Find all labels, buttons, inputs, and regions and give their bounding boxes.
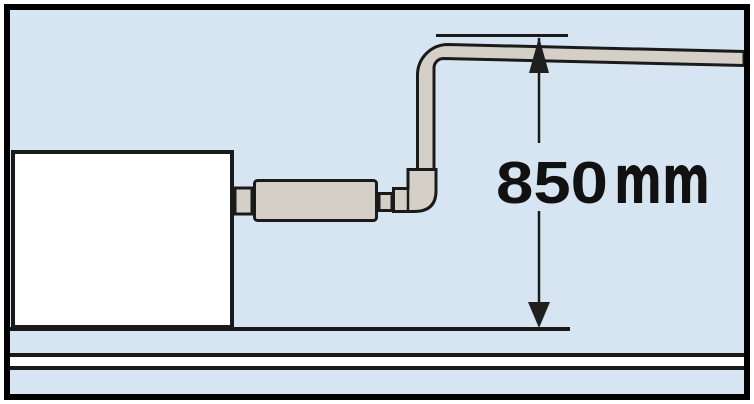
pipe-elbow [392, 168, 438, 213]
frame-border [4, 4, 750, 400]
dimension-value: 850 [496, 150, 608, 216]
muffler-inlet-stub [233, 186, 254, 216]
muffler-outlet-stub [377, 192, 394, 212]
dimension-unit: mm [614, 141, 710, 220]
dimension-arrow-down-icon [528, 302, 550, 328]
exhaust-pipe [416, 42, 746, 172]
muffler [253, 179, 378, 222]
ground-strip [10, 355, 744, 367]
dimension-arrow-up-icon [529, 37, 549, 73]
machine-body [11, 150, 234, 329]
